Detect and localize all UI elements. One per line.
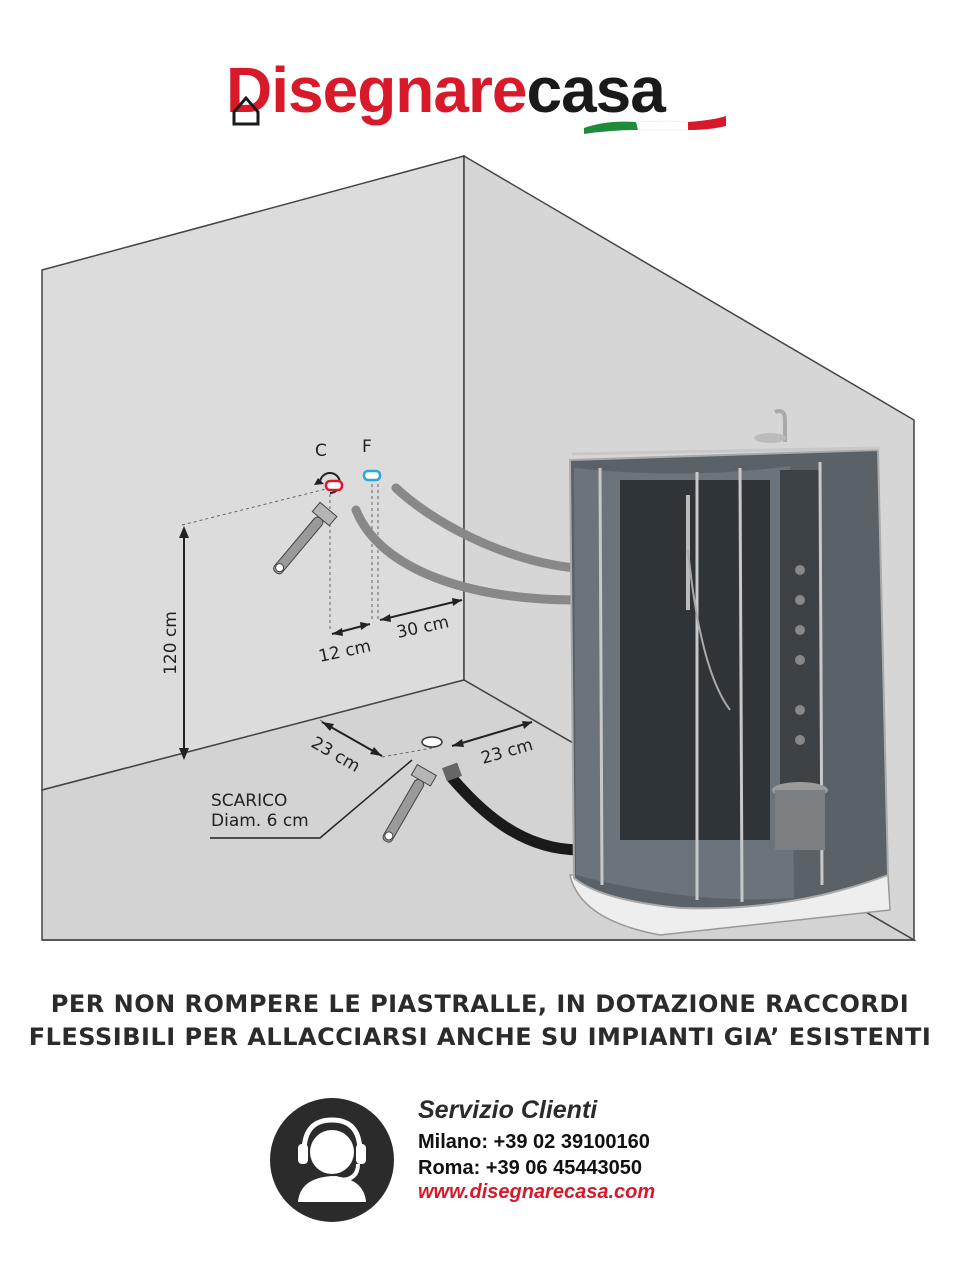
flag-white-swoosh xyxy=(637,120,689,131)
logo-decoration xyxy=(232,95,726,134)
drain-title: SCARICO xyxy=(211,791,287,811)
hot-pipe-connector xyxy=(324,479,344,492)
phone-roma[interactable]: Roma: +39 06 45443050 xyxy=(418,1157,643,1179)
cold-pipe-connector xyxy=(362,469,382,482)
hot-valve-label: C xyxy=(315,441,327,461)
headline-line2: FLESSIBILI PER ALLACCIARSI ANCHE SU IMPI… xyxy=(28,1023,932,1051)
cold-flex-hose xyxy=(391,483,580,573)
house-icon xyxy=(232,95,260,126)
brand-wordmark: Disegnarecasa xyxy=(226,50,666,130)
support-title: Servizio Clienti xyxy=(418,1096,598,1124)
shower-cabin-image xyxy=(568,409,891,936)
wrench-icon xyxy=(273,501,338,575)
height-label: 120 cm xyxy=(161,611,181,675)
wrench-icon xyxy=(382,763,438,843)
flag-red-swoosh xyxy=(688,116,726,130)
brand-logo: Disegnarecasa xyxy=(226,50,746,150)
drain-diameter: Diam. 6 cm xyxy=(211,811,309,831)
drain-callout: SCARICO Diam. 6 cm xyxy=(210,759,413,839)
cold-valve-label: F xyxy=(362,437,372,457)
headline: PER NON ROMPERE LE PIASTRALLE, IN DOTAZI… xyxy=(20,988,940,1054)
drain-hole xyxy=(421,736,443,748)
hot-valve: C xyxy=(314,441,344,494)
drain-hose xyxy=(446,772,586,856)
brand-name-part2: casa xyxy=(526,54,665,126)
headline-line1: PER NON ROMPERE LE PIASTRALLE, IN DOTAZI… xyxy=(50,990,910,1018)
left-wall xyxy=(41,155,465,791)
installation-diagram: 120 cm 12 cm 30 cm 23 cm 23 cm SCARICO D… xyxy=(41,154,917,942)
phone-milano[interactable]: Milano: +39 02 39100160 xyxy=(418,1131,650,1153)
website-link[interactable]: www.disegnarecasa.com xyxy=(418,1181,656,1203)
flag-green-swoosh xyxy=(584,121,638,134)
headset-agent-icon xyxy=(270,1098,394,1222)
brand-name-part1: Disegnare xyxy=(226,54,527,126)
hot-flex-hose xyxy=(351,505,580,605)
cold-valve: F xyxy=(362,437,382,482)
height-dimension: 120 cm xyxy=(161,526,189,760)
